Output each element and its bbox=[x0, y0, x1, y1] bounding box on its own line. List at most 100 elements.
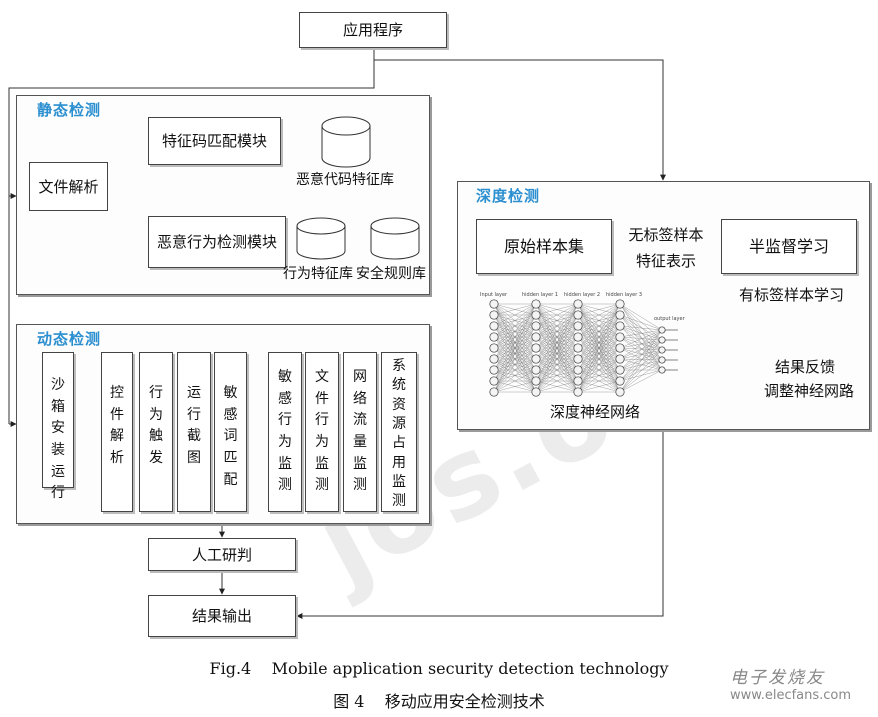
nn-edge bbox=[619, 369, 663, 393]
nn-edge bbox=[493, 303, 537, 349]
feedback-label-1: 结果反馈 bbox=[774, 358, 835, 376]
step-label-3: 运行截图 bbox=[187, 385, 201, 467]
nn-edge bbox=[577, 303, 621, 360]
nn-edge bbox=[577, 303, 621, 338]
nn-edge bbox=[535, 369, 579, 393]
nn-edge bbox=[619, 303, 663, 341]
nn-edge bbox=[535, 303, 579, 316]
nn-edge bbox=[619, 336, 663, 361]
step-box-2: 行为触发 bbox=[139, 352, 173, 512]
nn-edge bbox=[619, 336, 663, 371]
nn-node bbox=[531, 387, 541, 397]
nn-output-layer-label: output layer bbox=[654, 316, 686, 322]
nn-edge bbox=[493, 303, 537, 338]
rule-db-cylinder-icon bbox=[370, 217, 420, 260]
nn-node bbox=[573, 376, 583, 386]
semi-supervised-label: 半监督学习 bbox=[748, 236, 829, 256]
step-label-1: 控件解析 bbox=[110, 385, 124, 467]
step-box-3: 运行截图 bbox=[177, 352, 211, 512]
monitor-box-2: 文件行为监测 bbox=[305, 352, 339, 512]
nn-node bbox=[658, 356, 666, 364]
nn-node bbox=[615, 332, 625, 342]
nn-edge bbox=[619, 336, 663, 351]
nn-edge bbox=[577, 358, 621, 393]
nn-node bbox=[489, 354, 499, 364]
behavior-detect-box: 恶意行为检测模块 bbox=[148, 216, 286, 268]
app-box-label: 应用程序 bbox=[342, 21, 403, 39]
nn-node bbox=[658, 346, 666, 354]
nn-edge bbox=[535, 303, 579, 382]
nn-edge bbox=[619, 359, 663, 382]
monitor-label-1: 敏感行为监测 bbox=[278, 369, 292, 494]
nn-edge bbox=[577, 380, 621, 393]
feedback-label-2: 调整神经网路 bbox=[763, 382, 854, 400]
nn-node bbox=[615, 365, 625, 375]
manual-review-box: 人工研判 bbox=[148, 538, 296, 571]
nn-node bbox=[531, 332, 541, 342]
nn-edge bbox=[619, 314, 663, 371]
nn-edge bbox=[577, 336, 621, 393]
nn-edge bbox=[619, 339, 663, 349]
nn-edge bbox=[619, 349, 663, 393]
nn-node bbox=[573, 332, 583, 342]
malware-db-label: 恶意代码特征库 bbox=[296, 172, 394, 188]
nn-edge bbox=[493, 380, 537, 393]
nn-node bbox=[573, 365, 583, 375]
nn-node bbox=[531, 365, 541, 375]
nn-edge bbox=[619, 314, 663, 351]
nn-edge bbox=[493, 303, 537, 327]
nn-edge bbox=[619, 339, 663, 393]
monitor-label-4: 系统资源占用监测 bbox=[392, 358, 406, 510]
behavior-db-label: 行为特征库 bbox=[283, 266, 353, 282]
signature-match-box: 特征码匹配模块 bbox=[148, 117, 281, 165]
nn-edge bbox=[493, 303, 537, 382]
nn-hidden-3-label: hidden layer 3 bbox=[606, 292, 642, 298]
nn-edge bbox=[619, 347, 663, 371]
unlabeled-feature-label-2: 特征表示 bbox=[635, 252, 696, 270]
nn-edge bbox=[577, 303, 621, 382]
monitor-box-3: 网络流量监测 bbox=[343, 352, 377, 512]
nn-hidden-1-label: hidden layer 1 bbox=[522, 292, 558, 298]
nn-edge bbox=[577, 303, 621, 371]
nn-edge bbox=[619, 325, 663, 371]
nn-edge bbox=[493, 336, 537, 393]
nn-edge bbox=[619, 349, 663, 382]
monitor-box-1: 敏感行为监测 bbox=[268, 352, 302, 512]
dnn-label: 深度神经网络 bbox=[549, 403, 640, 421]
nn-node bbox=[615, 321, 625, 331]
nn-node bbox=[615, 343, 625, 353]
result-output-label: 结果输出 bbox=[191, 607, 252, 625]
nn-node bbox=[489, 365, 499, 375]
nn-node bbox=[615, 387, 625, 397]
labeled-learning-label: 有标签样本学习 bbox=[739, 286, 845, 304]
nn-node bbox=[573, 299, 583, 309]
nn-edge bbox=[619, 325, 663, 331]
static-detection-title: 静态检测 bbox=[37, 101, 102, 119]
nn-hidden-2-label: hidden layer 2 bbox=[564, 292, 600, 298]
nn-edge bbox=[619, 349, 663, 360]
nn-edge bbox=[577, 314, 621, 393]
nn-node bbox=[615, 354, 625, 364]
step-box-1: 控件解析 bbox=[101, 352, 133, 512]
nn-edge bbox=[619, 329, 663, 338]
nn-node bbox=[489, 310, 499, 320]
nn-edge bbox=[619, 329, 663, 360]
nn-edge bbox=[577, 303, 621, 349]
nn-edge bbox=[493, 303, 537, 393]
nn-node bbox=[573, 310, 583, 320]
signature-match-label: 特征码匹配模块 bbox=[161, 132, 267, 150]
caption-english: Fig.4 Mobile application security detect… bbox=[209, 659, 669, 678]
nn-edge bbox=[535, 303, 579, 393]
nn-edge bbox=[535, 303, 579, 349]
nn-node bbox=[573, 321, 583, 331]
nn-edge bbox=[619, 303, 663, 371]
nn-edge bbox=[619, 336, 663, 341]
nn-node bbox=[615, 310, 625, 320]
malware-db-cylinder-icon bbox=[321, 116, 371, 168]
nn-edge bbox=[619, 347, 663, 361]
nn-edge bbox=[619, 339, 663, 371]
nn-edge bbox=[577, 347, 621, 393]
nn-edge bbox=[535, 314, 579, 393]
nn-edge bbox=[619, 347, 663, 351]
